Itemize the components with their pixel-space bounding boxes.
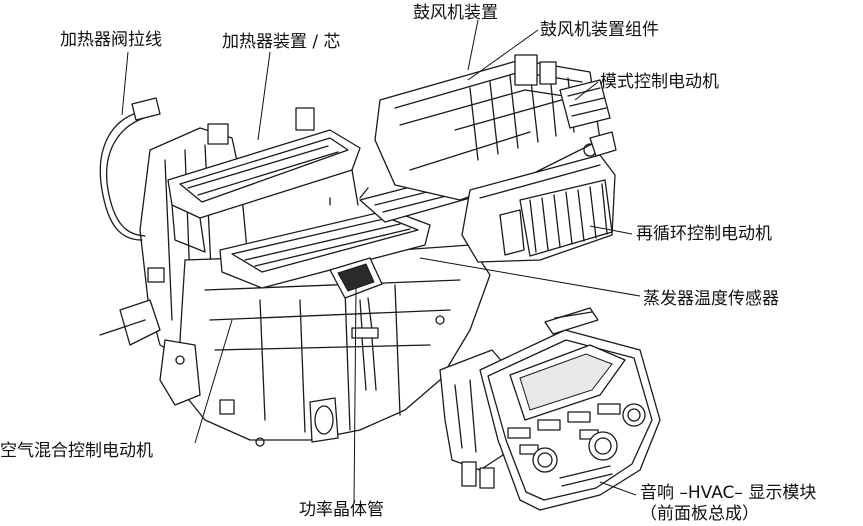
label-power-transistor: 功率晶体管 (299, 500, 384, 520)
label-audio-display-line2: （前面板总成） (640, 504, 759, 524)
power-transistor (329, 257, 383, 391)
label-blower-assembly: 鼓风机装置组件 (540, 20, 659, 40)
audio-hvac-display (439, 307, 661, 511)
label-heater-core: 加热器装置 / 芯 (222, 32, 341, 52)
label-evaporator-sensor: 蒸发器温度传感器 (643, 289, 779, 309)
blower-fan-case (461, 131, 617, 263)
heater-valve-cable (99, 97, 161, 241)
label-recirc-motor: 再循环控制电动机 (636, 224, 772, 244)
label-air-mix-motor: 空气混合控制电动机 (0, 441, 153, 461)
label-heater-valve-cable: 加热器阀拉线 (60, 30, 162, 50)
label-blower-unit: 鼓风机装置 (413, 3, 498, 23)
blower-unit (374, 54, 611, 201)
leader-lines (121, 19, 641, 504)
label-mode-motor: 模式控制电动机 (600, 72, 719, 92)
label-audio-display-line1: 音响 –HVAC– 显示模块 (640, 483, 817, 503)
heater-core-unit (167, 107, 361, 253)
